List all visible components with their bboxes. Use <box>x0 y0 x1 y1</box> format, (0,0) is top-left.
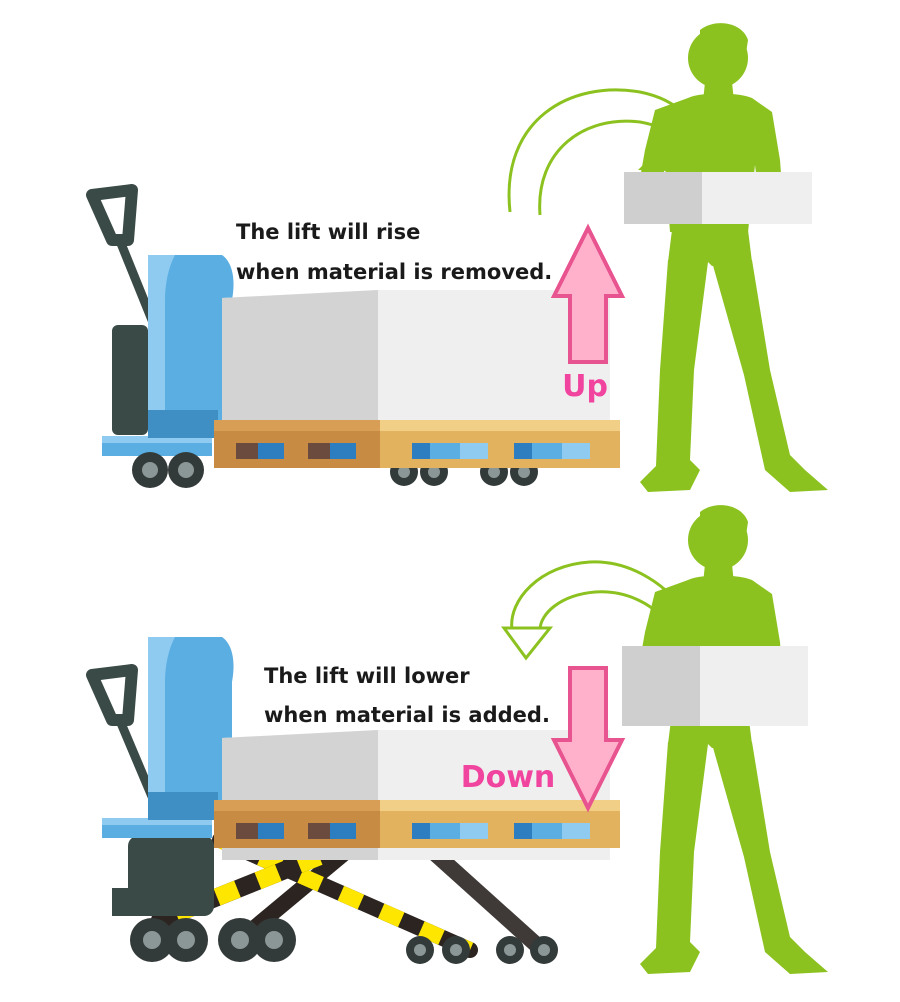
top-panel: Up The lift will rise when material is r… <box>86 23 828 493</box>
lift-handle <box>86 184 161 435</box>
bottom-caption-line1: The lift will lower <box>264 664 470 688</box>
top-caption-line1: The lift will rise <box>236 220 420 244</box>
worker-silhouette <box>637 505 828 974</box>
lift-wheels <box>132 452 538 488</box>
top-caption-line2: when material is removed. <box>236 260 552 284</box>
carried-box <box>624 148 812 224</box>
lift-wheels <box>130 918 558 964</box>
lift-handle <box>86 664 161 808</box>
pallet <box>214 420 620 468</box>
lift-base <box>112 836 214 916</box>
up-arrow <box>550 223 626 364</box>
bottom-panel: Down The lift will lower when material i… <box>86 505 828 974</box>
up-label: Up <box>562 369 608 404</box>
worker-silhouette <box>637 23 828 493</box>
down-label: Down <box>461 760 556 795</box>
down-arrow <box>550 666 626 813</box>
carried-box <box>622 646 808 726</box>
pallet <box>214 800 620 848</box>
bottom-caption-line2: when material is added. <box>264 703 550 727</box>
load-box <box>222 290 610 420</box>
